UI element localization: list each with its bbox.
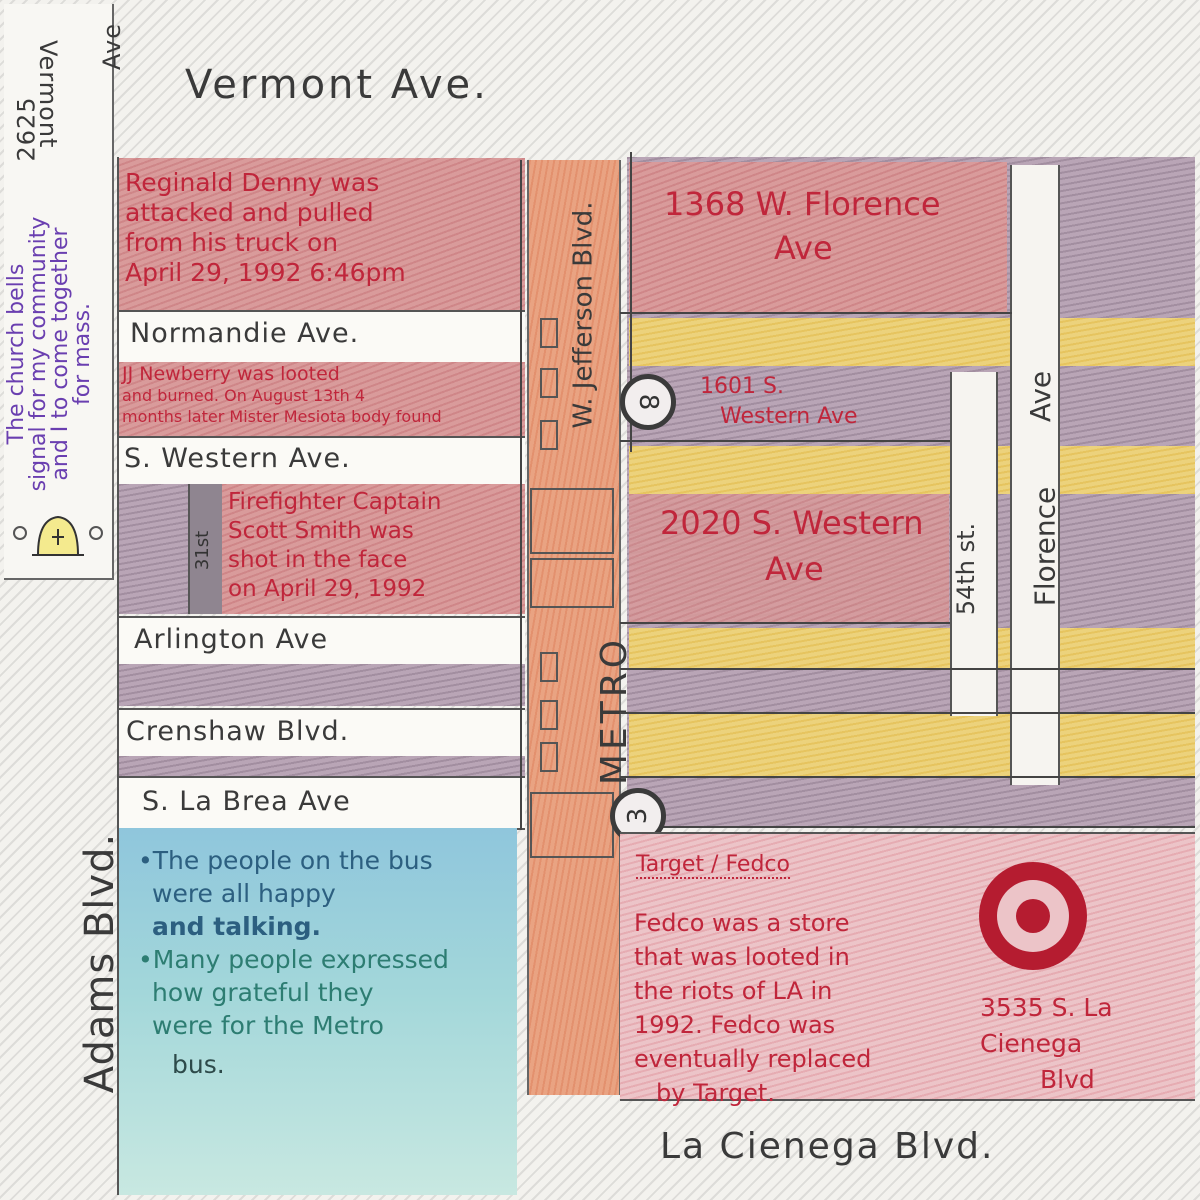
normandie-ave-label: Normandie Ave. (130, 318, 360, 349)
bus-notes: •The people on the bus were all happy an… (138, 844, 518, 1081)
western-2020-line-2: Ave (765, 550, 824, 588)
firefighter-line-2: Scott Smith was (228, 518, 414, 544)
bus-notes-line-3: and talking. (152, 912, 322, 941)
street-line (620, 826, 1195, 828)
metro-car (530, 488, 614, 554)
54th-street (950, 372, 998, 716)
target-block (620, 832, 1195, 1101)
bus-notes-line-1: •The people on the bus (138, 846, 433, 875)
bus-notes-line-7: bus. (172, 1050, 225, 1079)
yellow-band-2 (629, 446, 1195, 494)
target-heading: Target / Fedco (636, 852, 790, 879)
bus-notes-line-5: how grateful they (152, 978, 374, 1007)
florence-address-line-1: 1368 W. Florence (664, 185, 941, 223)
florence-ave-label: Ave (1024, 370, 1058, 423)
bus-route-8-badge[interactable]: 8 (620, 374, 676, 430)
left-blocks (117, 157, 527, 1195)
western-1601-address: 1601 S. Western Ave (700, 372, 858, 432)
la-cienega-address-line-2: Cienega (980, 1029, 1083, 1058)
jefferson-street (527, 160, 621, 1095)
target-body-line-3: the riots of LA in (634, 977, 833, 1005)
newberry-line-1: JJ Newberry was looted (122, 363, 340, 385)
florence-street (1010, 165, 1060, 785)
rail-segment (540, 652, 558, 682)
newberry-event: JJ Newberry was looted and burned. On Au… (122, 364, 524, 427)
street-line (620, 776, 1195, 778)
la-cienega-address: 3535 S. La Cienega Blvd (980, 990, 1113, 1098)
western-ave-label: S. Western Ave. (124, 443, 351, 474)
vermont-address-ave: Ave (98, 23, 126, 70)
western-2020-line-1: 2020 S. Western (660, 504, 924, 542)
denny-line-4: April 29, 1992 6:46pm (125, 258, 406, 287)
newberry-line-2: and burned. On August 13th 4 (122, 386, 366, 405)
firefighter-block (222, 484, 525, 614)
western-1601-line-2: Western Ave (720, 404, 858, 429)
street-line (620, 668, 1195, 670)
yellow-band-1 (629, 318, 1195, 366)
vermont-ave-label: Vermont Ave. (185, 62, 489, 108)
rail-segment (540, 700, 558, 730)
crenshaw-blvd-label: Crenshaw Blvd. (126, 716, 350, 747)
street-line (520, 160, 522, 830)
street-line (620, 440, 950, 442)
rail-segment (540, 420, 558, 450)
target-body: Fedco was a store that was looted in the… (634, 906, 871, 1110)
rail-segment (540, 368, 558, 398)
arlington-ave-label: Arlington Ave (134, 624, 329, 655)
31st-label: 31st (192, 530, 214, 571)
la-brea-ave-label: S. La Brea Ave (142, 786, 351, 817)
firefighter-line-1: Firefighter Captain (228, 489, 442, 515)
western-2020-address: 2020 S. Western Ave (660, 500, 924, 592)
firefighter-line-3: shot in the face (228, 547, 408, 573)
la-cienega-address-line-3: Blvd (1040, 1065, 1095, 1094)
denny-block (119, 158, 525, 310)
street-line (620, 312, 1012, 314)
bus-notes-line-2: were all happy (152, 879, 336, 908)
purple-block-2 (119, 664, 525, 706)
florence-address: 1368 W. Florence Ave (664, 182, 941, 270)
target-body-line-5: eventually replaced (634, 1045, 872, 1073)
florence-address-block (629, 162, 1007, 312)
church-column (4, 4, 114, 580)
bus-notes-line-4: •Many people expressed (138, 945, 449, 974)
firefighter-event: Firefighter Captain Scott Smith was shot… (228, 488, 528, 604)
yellow-band-4 (629, 714, 1195, 776)
la-cienega-blvd-label: La Cienega Blvd. (660, 1126, 995, 1167)
newberry-line-3: months later Mister Mesiota body found (122, 407, 442, 426)
denny-line-3: from his truck on (125, 228, 339, 257)
purple-block-3 (119, 756, 525, 776)
target-body-line-1: Fedco was a store (634, 909, 850, 937)
street-line (620, 622, 950, 624)
denny-line-2: attacked and pulled (125, 198, 374, 227)
denny-line-1: Reginald Denny was (125, 168, 380, 197)
yellow-band-3 (629, 628, 1195, 668)
newberry-block (119, 362, 525, 436)
bus-notes-line-6: were for the Metro (152, 1011, 384, 1040)
metro-car (530, 792, 614, 858)
jefferson-blvd-label: W. Jefferson Blvd. (568, 201, 599, 429)
target-logo-icon (975, 858, 1091, 974)
54th-street-label: 54th st. (952, 522, 981, 616)
metro-car (530, 558, 614, 608)
target-body-line-6: by Target. (656, 1079, 775, 1107)
bell-icon (8, 505, 108, 565)
street-line (630, 152, 632, 452)
denny-event: Reginald Denny was attacked and pulled f… (125, 168, 525, 288)
normandie-street (119, 310, 525, 364)
bus-notes-block (119, 828, 517, 1195)
florence-address-line-2: Ave (774, 229, 833, 267)
florence-label: Florence (1028, 486, 1062, 607)
western-2020-block (629, 494, 949, 624)
target-body-line-2: that was looted in (634, 943, 850, 971)
la-cienega-address-line-1: 3535 S. La (980, 993, 1113, 1022)
rail-segment (540, 742, 558, 772)
western-1601-line-1: 1601 S. (700, 374, 784, 399)
firefighter-block-left (119, 484, 189, 614)
rail-segment (540, 318, 558, 348)
target-body-line-4: 1992. Fedco was (634, 1011, 836, 1039)
la-brea-street (119, 776, 525, 830)
street-line (620, 712, 1195, 714)
adams-blvd-label: Adams Blvd. (77, 832, 124, 1094)
firefighter-line-4: on April 29, 1992 (228, 576, 427, 602)
